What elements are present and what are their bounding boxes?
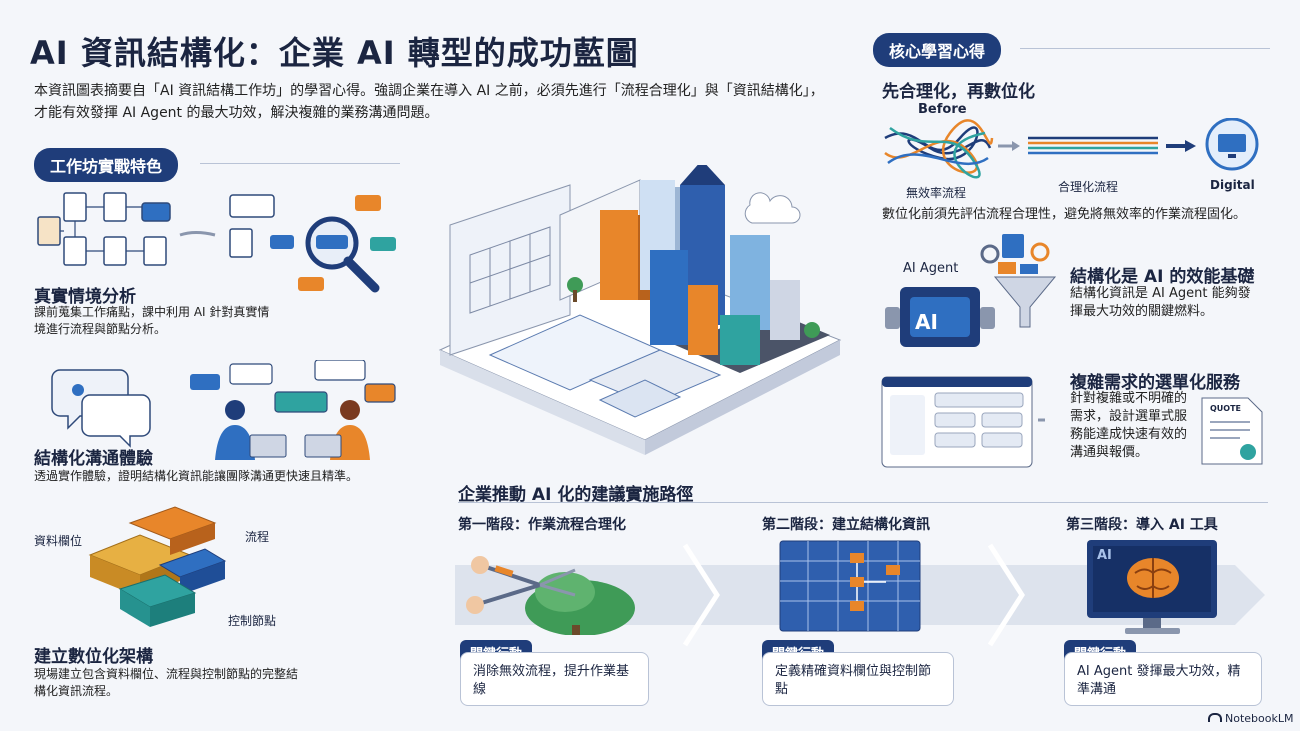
puzzle-label-fields: 資料欄位 bbox=[34, 534, 83, 548]
blueprint-illustration bbox=[779, 540, 921, 632]
stage-title: 第一階段：作業流程合理化 bbox=[458, 517, 626, 533]
engine-ai-text: AI bbox=[915, 310, 938, 334]
communication-illustration bbox=[51, 360, 396, 460]
core-item-title: 先合理化，再數位化 bbox=[882, 82, 1035, 102]
core-item-desc: 針對複雜或不明確的需求，設計選單式服務能達成快速有效的溝通與報價。 bbox=[1070, 391, 1188, 460]
ai-engine-illustration bbox=[885, 234, 1057, 347]
key-action-box: 定義精確資料欄位與控制節點 bbox=[762, 652, 954, 706]
notebooklm-logo-icon bbox=[1208, 713, 1222, 722]
menu-service-illustration bbox=[881, 376, 1045, 468]
divider bbox=[200, 163, 400, 164]
rationalize-illustration bbox=[884, 118, 1259, 179]
puzzle-illustration bbox=[88, 506, 227, 627]
monitor-ai-text: AI bbox=[1097, 548, 1112, 563]
puzzle-label-flow: 流程 bbox=[245, 530, 270, 544]
digital-label: Digital bbox=[1210, 178, 1255, 192]
divider bbox=[458, 502, 1268, 503]
divider bbox=[1020, 48, 1270, 49]
key-action-box: 消除無效流程，提升作業基線 bbox=[460, 652, 649, 706]
core-item-desc: 結構化資訊是 AI Agent 能夠發揮最大功效的關鍵燃料。 bbox=[1070, 286, 1251, 319]
quote-document-illustration bbox=[1201, 397, 1263, 465]
footer-brand: NotebookLM bbox=[1208, 712, 1293, 725]
workshop-item-title: 建立數位化架構 bbox=[34, 647, 153, 667]
core-item-title: 結構化是 AI 的效能基礎 bbox=[1070, 267, 1255, 287]
pruning-illustration bbox=[466, 556, 635, 635]
ai-monitor-illustration bbox=[1087, 540, 1217, 634]
workshop-item-desc: 課前蒐集工作痛點，課中利用 AI 針對真實情境進行流程與節點分析。 bbox=[34, 305, 270, 336]
workshop-item-desc: 透過實作體驗，證明結構化資訊能讓團隊溝通更快速且精準。 bbox=[34, 469, 359, 483]
quote-label: QUOTE bbox=[1210, 404, 1242, 413]
brand-label: NotebookLM bbox=[1225, 712, 1294, 725]
key-action-box: AI Agent 發揮最大功效，精準溝通 bbox=[1064, 652, 1262, 706]
workshop-item-desc: 現場建立包含資料欄位、流程與控制節點的完整結構化資訊流程。 bbox=[34, 667, 299, 698]
workshop-pill: 工作坊實戰特色 bbox=[34, 148, 179, 182]
document-flow-illustration bbox=[37, 192, 396, 293]
before-label: Before bbox=[918, 102, 967, 117]
intro-paragraph: 本資訊圖表摘要自「AI 資訊結構工作坊」的學習心得。強調企業在導入 AI 之前，… bbox=[34, 83, 824, 121]
rational-label: 合理化流程 bbox=[1058, 180, 1119, 194]
roadmap-title: 企業推動 AI 化的建議實施路徑 bbox=[458, 485, 694, 505]
workshop-item-title: 真實情境分析 bbox=[34, 287, 136, 307]
workshop-item-title: 結構化溝通體驗 bbox=[34, 449, 153, 469]
page-title: AI 資訊結構化：企業 AI 轉型的成功藍圖 bbox=[30, 34, 639, 72]
tangled-label: 無效率流程 bbox=[906, 186, 967, 200]
core-pill: 核心學習心得 bbox=[873, 33, 1002, 67]
core-item-title: 複雜需求的選單化服務 bbox=[1070, 373, 1240, 393]
city-blueprint-illustration bbox=[438, 165, 842, 455]
puzzle-label-control: 控制節點 bbox=[228, 614, 277, 628]
stage-title: 第二階段：建立結構化資訊 bbox=[762, 517, 930, 533]
core-item-desc: 數位化前須先評估流程合理性，避免將無效率的作業流程固化。 bbox=[882, 207, 1247, 222]
ai-agent-label: AI Agent bbox=[903, 261, 959, 276]
stage-title: 第三階段：導入 AI 工具 bbox=[1066, 517, 1218, 533]
